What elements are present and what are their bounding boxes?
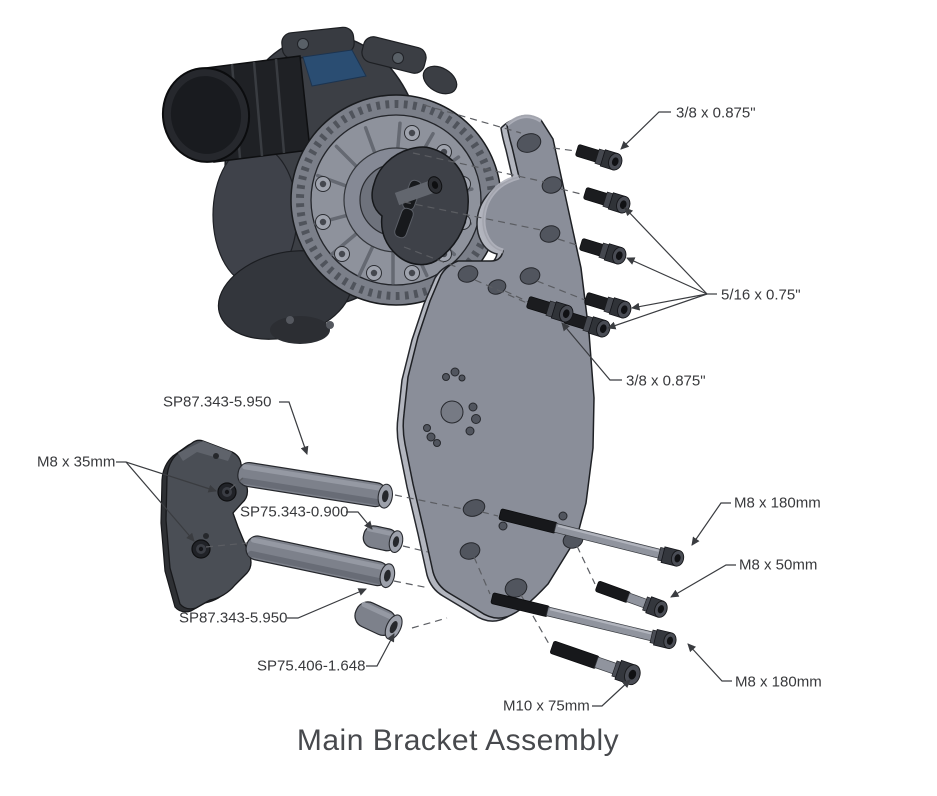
label-bolt-m8-50: M8 x 50mm bbox=[739, 557, 817, 574]
main-bracket-plate bbox=[396, 114, 595, 622]
label-spacer-sp87-top: SP87.343-5.950 bbox=[163, 394, 271, 411]
supercharger-unit bbox=[161, 26, 502, 344]
diagram-title: Main Bracket Assembly bbox=[297, 724, 619, 757]
label-spacer-sp87-bottom: SP87.343-5.950 bbox=[179, 610, 287, 627]
label-bolt-m8-180-bottom: M8 x 180mm bbox=[735, 674, 822, 691]
label-screw-m8-35: M8 x 35mm bbox=[37, 454, 115, 471]
label-spacer-sp75-343: SP75.343-0.900 bbox=[240, 504, 348, 521]
spacer-sp87-top bbox=[237, 461, 394, 509]
rear-support-bracket bbox=[160, 439, 252, 613]
spacer-sp87-bottom bbox=[245, 535, 396, 589]
motor-foot bbox=[270, 316, 330, 344]
motor-top-lugs bbox=[281, 26, 458, 95]
blue-accent-plate bbox=[302, 49, 367, 87]
output-shaft bbox=[394, 176, 443, 206]
part-labels: 3/8 x 0.875" 5/16 x 0.75" 3/8 x 0.875" S… bbox=[37, 105, 822, 715]
label-bolt-38-top: 3/8 x 0.875" bbox=[676, 105, 756, 122]
spacer-sp75-343 bbox=[362, 525, 404, 554]
label-bolt-516: 5/16 x 0.75" bbox=[721, 287, 801, 304]
plate-hole-cluster bbox=[423, 367, 481, 447]
label-bolt-m10-75: M10 x 75mm bbox=[503, 698, 590, 715]
leader-lines bbox=[116, 111, 736, 707]
bracket-socket-screws bbox=[191, 482, 237, 559]
cutout-inner-wall bbox=[480, 174, 520, 254]
label-spacer-sp75-406: SP75.406-1.648 bbox=[257, 658, 365, 675]
label-bolt-38-bottom: 3/8 x 0.875" bbox=[626, 373, 706, 390]
label-bolt-m8-180-top: M8 x 180mm bbox=[734, 495, 821, 512]
inlet-duct bbox=[161, 55, 311, 163]
